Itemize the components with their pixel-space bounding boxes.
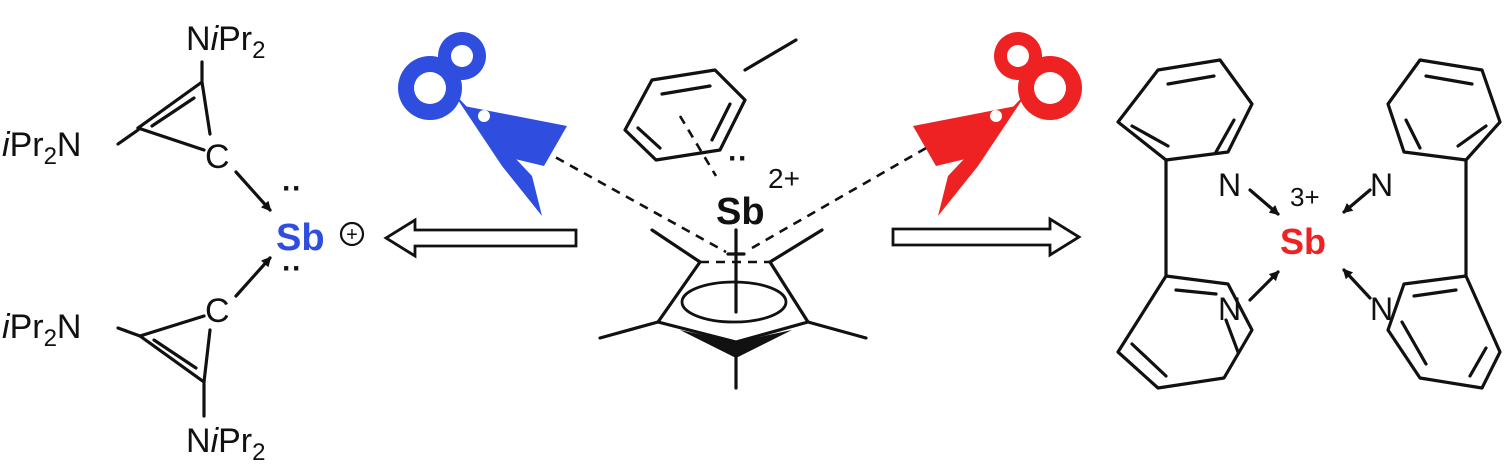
cp-methyl-1 xyxy=(650,228,702,264)
amine-top-label: NiPr2 xyxy=(186,20,265,64)
dative-arrow-top xyxy=(234,170,272,212)
center-sb-atom: Sb xyxy=(716,191,765,233)
right-charge: 3+ xyxy=(1290,182,1320,212)
ring-bottom-bond-b xyxy=(202,328,212,384)
bipy-left-ring-bottom-inner-3 xyxy=(1224,318,1240,354)
center-charge: 2+ xyxy=(768,163,800,194)
dative-n-left-top xyxy=(1248,188,1280,216)
dative-arrow-bottom xyxy=(234,256,272,298)
toluene-inner-bond-2 xyxy=(710,102,732,142)
n-atom-left-bottom: N xyxy=(1218,291,1241,327)
scissors-icon xyxy=(398,32,567,216)
toluene-ring xyxy=(623,68,747,162)
cp-front-right xyxy=(734,320,810,344)
bipy-left-ring-top-inner-3 xyxy=(1214,118,1236,154)
ring-bottom-bond-c xyxy=(138,334,206,384)
carbene-carbon-top: C xyxy=(205,138,230,176)
bipy-right-ring-bottom-inner-1 xyxy=(1412,288,1458,298)
toluene-inner-bond-1 xyxy=(660,84,712,96)
ring-top-bond-a-inner xyxy=(150,96,196,128)
ring-top-bond-b xyxy=(200,80,212,136)
amine-left-top-label: iPr2N xyxy=(2,126,81,170)
bipy-right-ring-top-inner-1 xyxy=(1424,74,1474,86)
n-atom-right-bottom: N xyxy=(1370,291,1393,327)
bipy-left-ring-bottom xyxy=(1116,274,1254,390)
cp-methyl-3 xyxy=(598,320,660,340)
cp-back-right xyxy=(768,260,810,324)
dative-n-right-bottom xyxy=(1342,268,1372,300)
left-charge-circle xyxy=(339,221,365,247)
left-product: NiPr2 iPr2N C ·· Sb ·· + C iPr2N NiP xyxy=(2,20,365,466)
cp-back-left xyxy=(656,260,702,324)
lone-pair-bottom: ·· xyxy=(282,252,302,285)
amine-bottom-label: NiPr2 xyxy=(186,422,265,466)
amine-left-bottom-label: iPr2N xyxy=(2,308,81,352)
ring-bottom-bond-c-inner xyxy=(152,338,198,370)
ring-bottom-bond-a xyxy=(138,314,206,338)
bipy-left-ring-top-inner-1 xyxy=(1166,74,1216,86)
bipy-left-ring-top-inner-2 xyxy=(1130,124,1170,148)
carbene-carbon-bottom: C xyxy=(205,292,230,330)
right-product: N N N N 3+ Sb xyxy=(1116,58,1502,390)
cp-methyl-4 xyxy=(806,320,868,340)
scissors-icon xyxy=(913,32,1082,216)
bond-amine-left-top xyxy=(116,128,140,146)
cut-line-left xyxy=(527,140,727,254)
bond-amine-left-bottom xyxy=(116,326,142,338)
bipy-right-ring-bottom-inner-3 xyxy=(1400,320,1428,366)
cut-line-right xyxy=(751,138,941,250)
bipy-right-ring-top xyxy=(1386,58,1502,162)
n-atom-left-top: N xyxy=(1218,167,1241,203)
bipy-right-ring-top-inner-3 xyxy=(1404,118,1422,150)
center-lone-pair: ·· xyxy=(728,142,748,175)
toluene-inner-bond-3 xyxy=(636,126,662,150)
toluene-sb-link xyxy=(678,115,718,177)
bipy-left-ring-bottom-inner-2 xyxy=(1130,342,1168,378)
cp-methyl-2 xyxy=(768,228,824,264)
ring-top-bond-c xyxy=(136,126,206,152)
bipy-right-ring-bottom-inner-2 xyxy=(1468,346,1488,378)
lone-pair-top: ·· xyxy=(282,172,302,205)
toluene-methyl xyxy=(743,38,798,72)
dative-n-left-bottom xyxy=(1248,270,1280,302)
bipy-right-ring-top-inner-2 xyxy=(1456,124,1488,148)
cp-pi-ellipse xyxy=(680,280,788,324)
right-sb-atom: Sb xyxy=(1280,221,1326,262)
left-charge-sign: + xyxy=(346,224,358,246)
ring-top-bond-a xyxy=(136,80,204,130)
n-atom-right-top: N xyxy=(1370,167,1393,203)
bipy-left-ring-top xyxy=(1116,58,1254,162)
reaction-arrow-right xyxy=(891,216,1082,258)
center-complex: ·· Sb 2+ xyxy=(527,38,941,390)
bipy-right-ring-bottom xyxy=(1386,274,1502,390)
reaction-arrow-left xyxy=(383,217,578,259)
cp-front-wedge xyxy=(680,330,792,358)
left-sb-atom: Sb xyxy=(276,217,325,259)
cp-front-left xyxy=(656,320,738,344)
bipy-left-ring-bottom-inner-1 xyxy=(1174,288,1218,296)
dative-n-right-top xyxy=(1342,188,1372,214)
